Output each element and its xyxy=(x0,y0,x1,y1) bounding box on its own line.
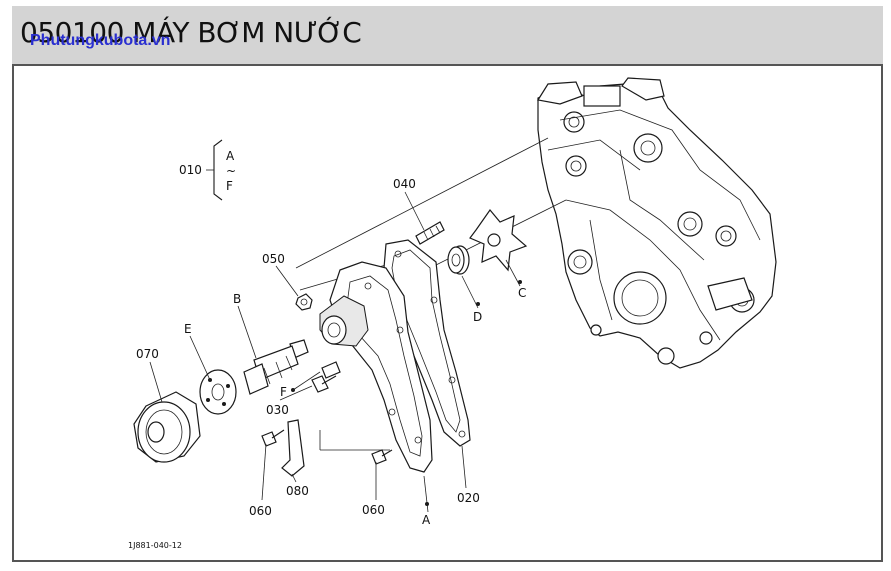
callout-C: C xyxy=(518,286,526,300)
callout-030: 030 xyxy=(266,403,289,417)
title-bar xyxy=(12,6,883,66)
watermark: Phutungkubota.vn xyxy=(30,32,171,49)
callout-050: 050 xyxy=(262,252,285,266)
callout-labels: 010 A ~ F 040 050 B E 070 D C F 030 060 … xyxy=(128,149,526,550)
callout-E: E xyxy=(184,322,192,336)
figure-code: 1J881-040-12 xyxy=(128,541,182,550)
callout-040: 040 xyxy=(393,177,416,191)
callout-070: 070 xyxy=(136,347,159,361)
callout-range-start: A xyxy=(226,149,235,163)
impeller xyxy=(469,209,528,272)
shaft-bearing xyxy=(243,339,309,395)
stud xyxy=(415,221,445,245)
callout-A: A xyxy=(422,513,431,527)
callout-range-end: F xyxy=(226,179,233,193)
small-parts xyxy=(261,361,393,477)
header: 050100 MÁY BƠM NƯỚC Phutungkubota.vn xyxy=(12,6,883,66)
callout-020: 020 xyxy=(457,491,480,505)
leader-lines xyxy=(149,191,522,513)
callout-060-right: 060 xyxy=(362,503,385,517)
callout-060-left: 060 xyxy=(249,504,272,518)
mechanical-seal xyxy=(447,245,470,275)
page-title: 050100 MÁY BƠM NƯỚC xyxy=(20,16,362,49)
group-bracket xyxy=(206,139,223,201)
nut xyxy=(295,293,313,311)
pulley xyxy=(133,391,201,463)
callout-080: 080 xyxy=(286,484,309,498)
callout-D: D xyxy=(473,310,482,324)
callout-range-sep: ~ xyxy=(226,164,236,178)
flange xyxy=(199,369,237,415)
callout-B: B xyxy=(233,292,241,306)
callout-F: F xyxy=(280,385,287,399)
gear-case xyxy=(537,77,777,369)
callout-010: 010 xyxy=(179,163,202,177)
pump-body xyxy=(319,261,433,473)
